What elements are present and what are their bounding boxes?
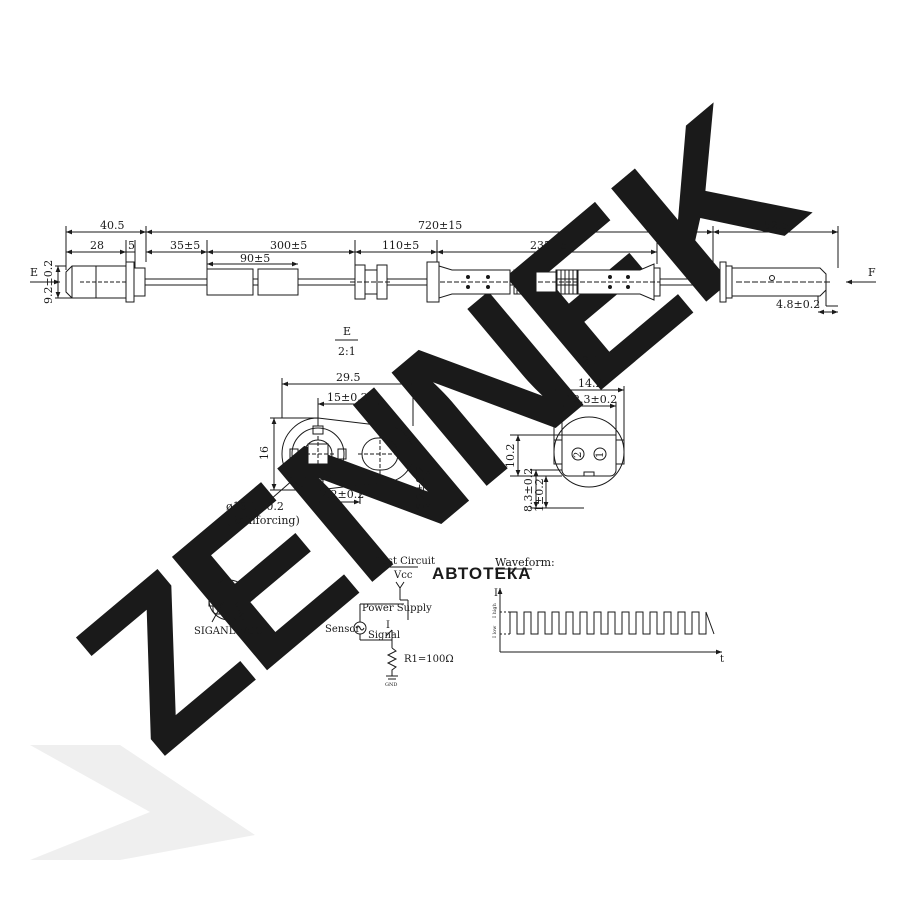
dim-e-7-2: 7.2±0.2 bbox=[320, 488, 364, 501]
pinout-vcc-label: VCC bbox=[239, 626, 263, 637]
marker-left-e: E bbox=[30, 266, 38, 279]
dim-f-10-2: 10.2 bbox=[504, 444, 517, 469]
tc-current-label: I bbox=[386, 620, 390, 631]
dim-f-14-2: 14.2 bbox=[578, 377, 603, 390]
dim-9-2: 9.2±0.2 bbox=[42, 260, 55, 304]
tc-vcc-label: Vcc bbox=[393, 570, 413, 581]
dim-28: 28 bbox=[90, 239, 104, 252]
detail-f-title: F bbox=[586, 336, 594, 349]
dim-90: 90±5 bbox=[240, 252, 270, 265]
main-view: E F bbox=[30, 226, 876, 315]
detail-e-title: E bbox=[343, 325, 351, 338]
pin-label-right: 1 bbox=[595, 452, 606, 458]
dim-e-15: 15±0.2 bbox=[327, 391, 368, 404]
watermark-chevron bbox=[30, 745, 255, 860]
main-view-dimensions: 40.5 720±15 52.5 28 5 35±5 300±5 110±5 2… bbox=[42, 219, 820, 311]
right-connector bbox=[719, 261, 830, 306]
eyelet-bolt-ring bbox=[291, 427, 345, 481]
watermark: ZENNEK АВТОТЕКА bbox=[30, 63, 843, 860]
dim-f-12-3: 12.3±0.2 bbox=[566, 393, 617, 406]
dim-5: 5 bbox=[128, 239, 135, 252]
tc-power-supply-label: Power Supply bbox=[362, 603, 432, 614]
test-circuit: Test Circuit Vcc Power Supply Sensor Sig… bbox=[325, 556, 454, 688]
detail-e: E 2:1 bbox=[226, 325, 435, 527]
tc-resistor-label: R1=100Ω bbox=[404, 654, 454, 665]
connector-face-inner bbox=[561, 434, 617, 477]
dim-f-1: 1±0.2 bbox=[533, 478, 546, 512]
waveform-y-label: I bbox=[494, 588, 498, 599]
dim-35: 35±5 bbox=[170, 239, 200, 252]
tc-signal-label: Signal bbox=[368, 630, 400, 641]
watermark-brand: ZENNEK bbox=[35, 63, 843, 796]
tc-ground-label: GND bbox=[385, 682, 397, 688]
dim-52-5: 52.5 bbox=[764, 219, 789, 232]
detail-e-note: (Reinforcing) bbox=[226, 514, 300, 527]
detail-f-scale: 2:1 bbox=[582, 354, 600, 367]
pin-label-left: 2 bbox=[573, 452, 584, 458]
detail-f: F 2:1 2 1 1 bbox=[504, 336, 625, 512]
dim-e-13-1: ø13.1±0.2 bbox=[226, 500, 284, 513]
dim-110: 110±5 bbox=[382, 239, 419, 252]
waveform-x-label: t bbox=[720, 654, 724, 665]
pinout-connector: SIGANL VCC bbox=[194, 579, 263, 637]
dim-40-5: 40.5 bbox=[100, 219, 125, 232]
dim-e-29-5: 29.5 bbox=[336, 371, 361, 384]
dim-235: 235±5 bbox=[530, 239, 567, 252]
test-circuit-title: Test Circuit bbox=[376, 556, 435, 567]
waveform-signal bbox=[509, 611, 715, 635]
sleeve-2 bbox=[257, 268, 299, 296]
sleeve-1 bbox=[206, 268, 254, 296]
marker-right-f: F bbox=[868, 266, 876, 279]
waveform-i-high: I high bbox=[492, 602, 498, 618]
dim-e-16: 16 bbox=[258, 446, 271, 460]
grommet-1 bbox=[350, 264, 392, 300]
waveform: Waveform: I t I high I low bbox=[492, 556, 724, 665]
dim-720: 720±15 bbox=[418, 219, 462, 232]
dim-e-6-2: 6.2±0.2 bbox=[414, 466, 427, 510]
detail-e-scale: 2:1 bbox=[338, 345, 356, 358]
dim-4-8: 4.8±0.2 bbox=[776, 298, 820, 311]
dim-f-8-3: 8.3±0.2 bbox=[522, 468, 535, 512]
resistor-symbol bbox=[386, 647, 398, 676]
dim-300: 300±5 bbox=[270, 239, 307, 252]
cable-clip-body bbox=[426, 261, 661, 303]
waveform-i-low: I low bbox=[492, 625, 498, 638]
pinout-signal-label: SIGANL bbox=[194, 626, 236, 637]
tc-sensor-label: Sensor bbox=[325, 624, 360, 635]
waveform-title: Waveform: bbox=[495, 556, 555, 569]
